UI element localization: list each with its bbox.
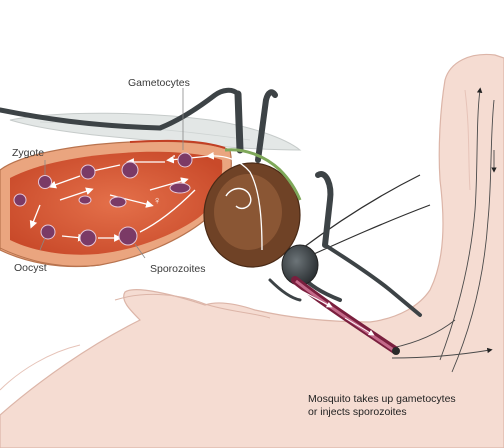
male-symbol: ♂ — [168, 151, 177, 165]
caption-line-1: Mosquito takes up gametocytes — [308, 393, 456, 405]
caption-line-2: or injects sporozoites — [308, 406, 407, 419]
mosquito-thorax — [203, 148, 302, 268]
label-zygote: Zygote — [12, 147, 45, 159]
label-oocyst: Oocyst — [14, 262, 47, 274]
caption: Mosquito takes up gametocytes or injects… — [308, 393, 456, 419]
label-leaders — [39, 88, 184, 259]
mosquito-proboscis — [291, 276, 400, 355]
mosquito-antenna — [299, 174, 421, 251]
mosquito-legs — [0, 87, 422, 317]
label-sporozoites: Sporozoites — [150, 263, 206, 275]
label-gametocytes: Gametocytes — [128, 77, 190, 89]
mosquito-antenna — [304, 204, 431, 259]
parasite-cells — [13, 152, 193, 247]
female-symbol: ♀ — [153, 195, 162, 207]
human-arm — [0, 53, 504, 448]
